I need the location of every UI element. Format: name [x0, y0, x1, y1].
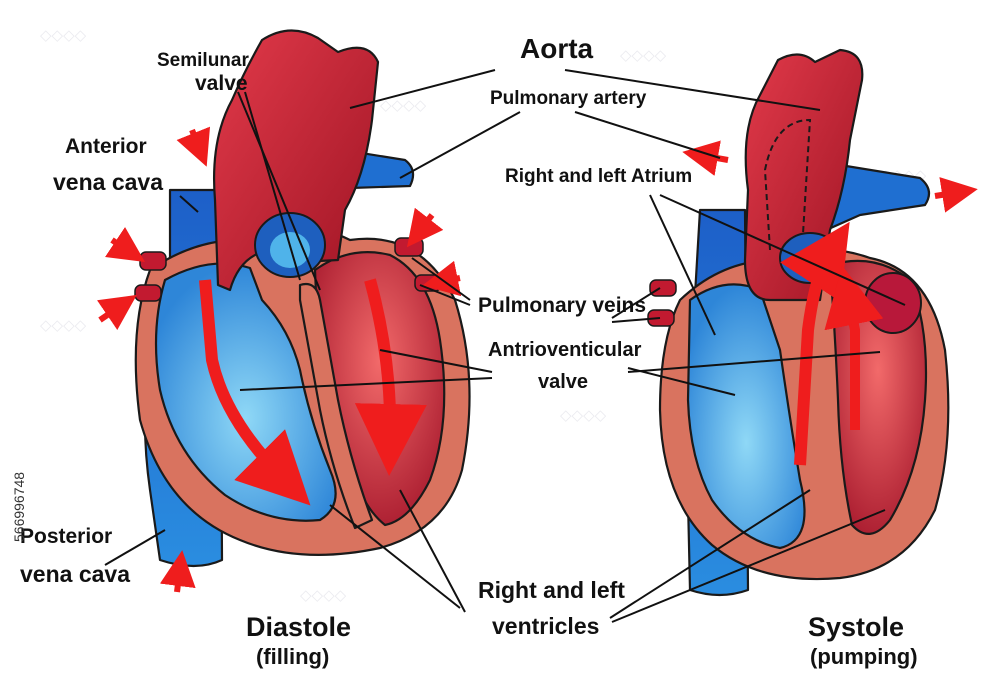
label-diastole-sub: (filling): [256, 644, 329, 669]
label-semilunar-2: valve: [195, 72, 248, 95]
label-posterior-1: Posterior: [20, 525, 112, 548]
outflow-arrow-left: [682, 140, 729, 176]
left-atrium-pocket-right: [864, 272, 922, 334]
inflow-arrow-1: [176, 126, 211, 167]
flow-arrow-left-ventricle: [354, 278, 427, 476]
flow-arrow-right-ventricle: [199, 279, 311, 506]
label-av-valve-1: Antrioventicular: [488, 339, 642, 361]
label-av-valve-2: valve: [538, 371, 588, 393]
label-right-left-atrium: Right and left Atrium: [505, 166, 692, 187]
label-posterior-2: vena cava: [20, 561, 130, 587]
label-ventricles-2: ventricles: [492, 613, 599, 639]
outflow-arrow-right: [934, 177, 978, 213]
pulmonary-vein-stub-4: [134, 284, 162, 302]
outflow-arrow-pulmonary: [780, 221, 850, 466]
svg-text:◇◇◇◇: ◇◇◇◇: [620, 47, 667, 64]
pulmonary-vein-stub-3: [139, 251, 167, 271]
aorta-right: [743, 48, 864, 302]
label-anterior-2: vena cava: [53, 169, 163, 195]
label-pulmonary-veins: Pulmonary veins: [478, 294, 646, 317]
inflow-arrow-3: [96, 294, 137, 331]
inflow-arrow-6: [159, 550, 196, 593]
label-anterior-1: Anterior: [65, 135, 147, 158]
label-aorta: Aorta: [520, 33, 594, 64]
aorta-dashed-path: [763, 118, 812, 251]
inflow-arrow-2: [105, 227, 145, 262]
label-semilunar-1: Semilunar: [157, 50, 249, 71]
svg-text:◇◇◇◇: ◇◇◇◇: [40, 317, 87, 334]
leader-lines: [104, 69, 906, 623]
label-systole: Systole: [808, 612, 904, 642]
svg-text:◇◇◇◇: ◇◇◇◇: [380, 97, 427, 114]
stock-id: 566996748: [11, 472, 27, 542]
pulmonary-vein-stub-5: [649, 279, 677, 297]
label-systole-sub: (pumping): [810, 644, 918, 669]
label-diastole: Diastole: [246, 612, 351, 642]
septum-left: [298, 282, 374, 530]
svg-text:◇◇◇◇: ◇◇◇◇: [300, 587, 347, 604]
inflow-arrow-4: [406, 207, 444, 248]
pulmonary-vein-stub-1: [394, 237, 424, 257]
outflow-arrow-aortic: [824, 265, 884, 430]
diastole-heart: [96, 29, 471, 593]
labels: Aorta Pulmonary artery Semilunar valve A…: [11, 33, 918, 669]
svg-text:◇◇◇◇: ◇◇◇◇: [40, 27, 87, 44]
systole-heart: [647, 48, 978, 597]
label-pulmonary-artery: Pulmonary artery: [490, 88, 647, 109]
svg-text:◇◇◇◇: ◇◇◇◇: [560, 407, 607, 424]
label-ventricles-1: Right and left: [478, 577, 625, 603]
